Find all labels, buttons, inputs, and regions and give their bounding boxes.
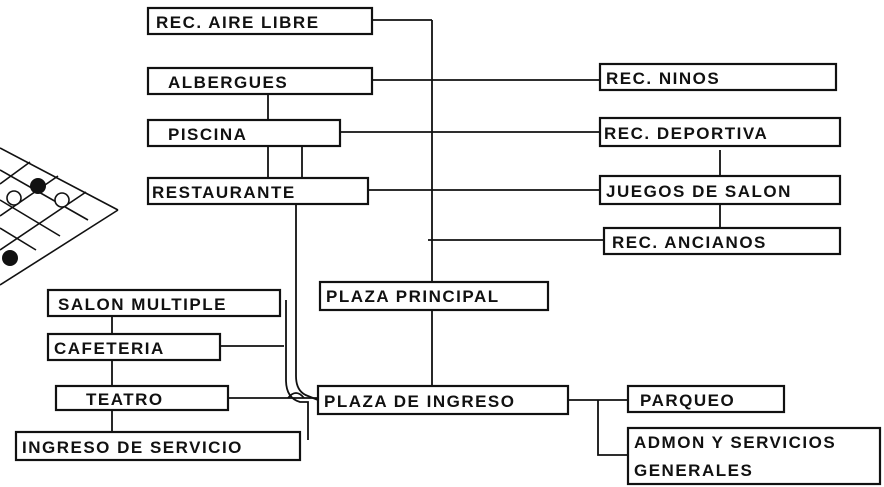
box-label: CAFETERIA	[54, 339, 165, 358]
box-label: PISCINA	[168, 125, 247, 144]
restaurante-ingreso-link	[295, 204, 319, 401]
box-label: PARQUEO	[640, 391, 735, 410]
grid-token-black	[30, 178, 46, 194]
box-label-line-2: GENERALES	[634, 461, 753, 480]
box-rec-aire-libre: REC. AIRE LIBRE	[146, 6, 374, 36]
box-juegos-de-salon: JUEGOS DE SALON	[598, 174, 842, 206]
box-admon-y-servicios-generales: ADMON Y SERVICIOS GENERALES	[626, 426, 882, 486]
box-piscina: PISCINA	[146, 118, 342, 148]
box-label: ALBERGUES	[168, 73, 288, 92]
box-label: SALON MULTIPLE	[58, 295, 227, 314]
box-plaza-de-ingreso: PLAZA DE INGRESO	[316, 384, 570, 416]
box-parqueo: PARQUEO	[626, 384, 786, 414]
box-rec-deportiva: REC. DEPORTIVA	[598, 116, 842, 148]
grid-token-black	[2, 250, 18, 266]
connector-lines	[111, 19, 721, 456]
box-label: REC. AIRE LIBRE	[156, 13, 320, 32]
box-label: INGRESO DE SERVICIO	[22, 438, 243, 457]
box-label: PLAZA DE INGRESO	[324, 392, 516, 411]
box-rec-ninos: REC. NINOS	[598, 62, 838, 92]
crossing-arc	[287, 392, 305, 399]
services-column-link	[285, 300, 309, 440]
box-label-line-1: ADMON Y SERVICIOS	[634, 433, 836, 452]
grid-token-white	[6, 190, 22, 206]
ingreso-admon-connector	[597, 400, 628, 456]
box-label: PLAZA PRINCIPAL	[326, 287, 500, 306]
box-rec-ancianos: REC. ANCIANOS	[602, 226, 842, 256]
box-label: REC. ANCIANOS	[612, 233, 767, 252]
box-label: REC. DEPORTIVA	[604, 124, 768, 143]
box-restaurante: RESTAURANTE	[146, 176, 370, 206]
box-label: TEATRO	[86, 390, 164, 409]
grid-token-white	[54, 192, 70, 208]
box-plaza-principal: PLAZA PRINCIPAL	[318, 280, 550, 312]
box-cafeteria: CAFETERIA	[46, 332, 222, 362]
box-albergues: ALBERGUES	[146, 66, 374, 96]
box-teatro: TEATRO	[54, 384, 230, 412]
box-label: JUEGOS DE SALON	[606, 182, 792, 201]
box-label: RESTAURANTE	[152, 183, 296, 202]
box-label: REC. NINOS	[606, 69, 720, 88]
box-salon-multiple: SALON MULTIPLE	[46, 288, 282, 318]
isometric-grid-illustration	[0, 147, 119, 286]
box-ingreso-de-servicio: INGRESO DE SERVICIO	[14, 430, 302, 462]
